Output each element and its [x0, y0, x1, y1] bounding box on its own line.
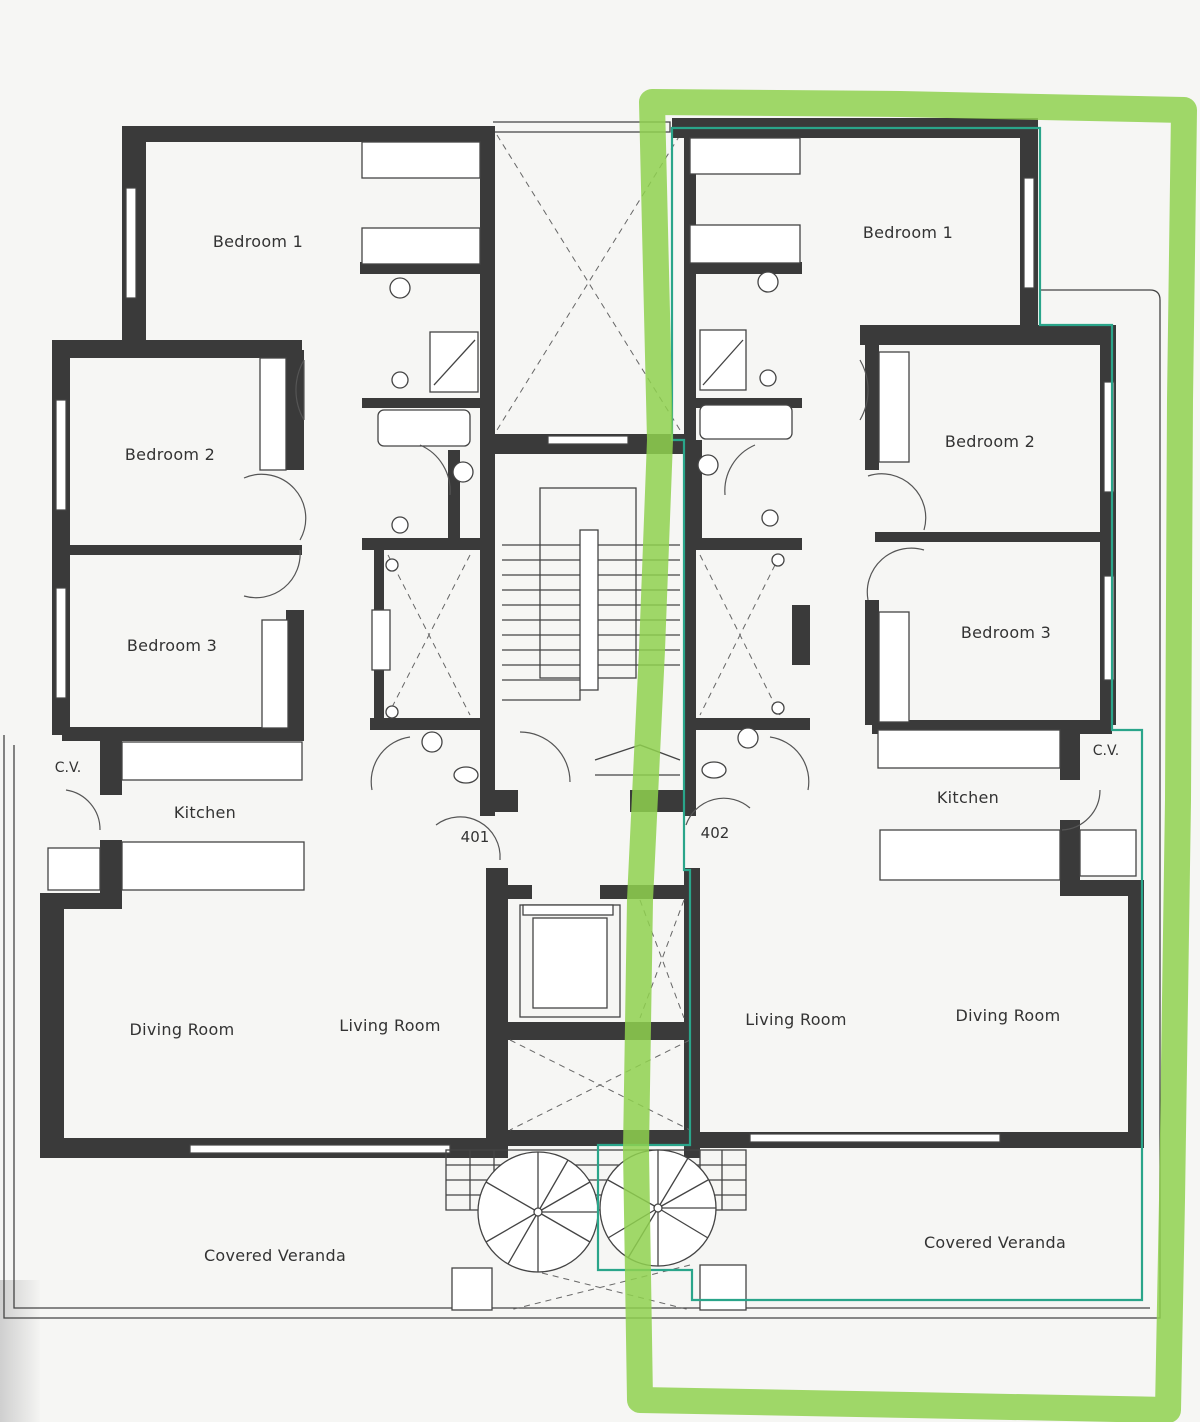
right-veranda-label: Covered Veranda	[924, 1233, 1066, 1252]
right-cv-label: C.V.	[1093, 743, 1119, 759]
lift	[519, 904, 621, 1018]
building-outline	[3, 121, 1161, 1319]
right-bedroom2-label: Bedroom 2	[945, 432, 1035, 451]
left-dining-label: Diving Room	[130, 1020, 235, 1039]
left-cv-label: C.V.	[55, 760, 81, 776]
right-kitchen-label: Kitchen	[937, 788, 999, 807]
left-unit-labels: Bedroom 1 Bedroom 2 Bedroom 3 C.V. Kitch…	[55, 232, 490, 1265]
windows	[55, 177, 1115, 1154]
unit-number-402: 402	[701, 824, 730, 842]
left-veranda-label: Covered Veranda	[204, 1246, 346, 1265]
scan-edge-shade	[0, 1280, 40, 1422]
left-kitchen-label: Kitchen	[174, 803, 236, 822]
right-living-label: Living Room	[745, 1010, 847, 1029]
right-bedroom1-label: Bedroom 1	[863, 223, 953, 242]
stair-treads	[502, 487, 681, 776]
right-bedroom3-label: Bedroom 3	[961, 623, 1051, 642]
left-bedroom1-label: Bedroom 1	[213, 232, 303, 251]
right-unit-labels: Bedroom 1 Bedroom 2 Bedroom 3 C.V. Kitch…	[701, 223, 1120, 1252]
left-bedroom2-label: Bedroom 2	[125, 445, 215, 464]
doors	[65, 359, 1101, 861]
unit-number-401: 401	[461, 828, 490, 846]
fixtures	[47, 137, 1137, 891]
highlight-marker	[623, 89, 1197, 1422]
right-dining-label: Diving Room	[956, 1006, 1061, 1025]
unit-402-outline	[596, 126, 1144, 1302]
left-living-label: Living Room	[339, 1016, 441, 1035]
left-bedroom3-label: Bedroom 3	[127, 636, 217, 655]
